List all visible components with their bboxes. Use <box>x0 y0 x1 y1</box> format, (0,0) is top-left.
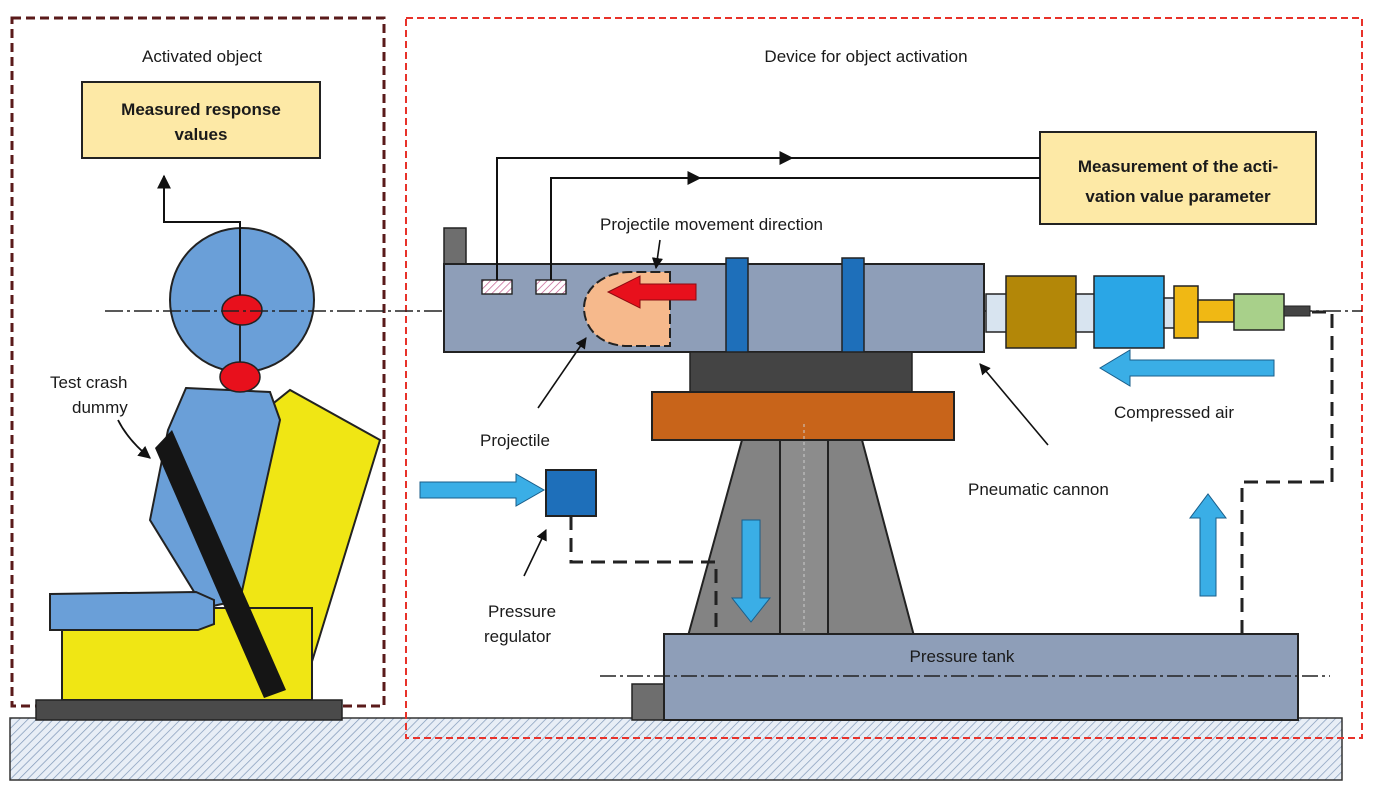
measured-response-box <box>81 81 321 159</box>
pressure-tank-footplate <box>631 683 669 721</box>
seat-base <box>35 699 343 721</box>
air-input-arrow <box>419 473 546 507</box>
pressure-tank-label: Pressure tank <box>910 647 1015 666</box>
sensor-signal-line-1 <box>496 157 1040 280</box>
test-dummy-label-line1: Test crash <box>50 373 127 392</box>
region-title-activated-object: Activated object <box>142 47 262 66</box>
measurement-activation-line2: vation value parameter <box>1085 187 1271 206</box>
response-signal-line <box>157 174 241 295</box>
compressed-air-arrow <box>1099 349 1275 387</box>
pressure-regulator-label-line2: regulator <box>484 627 551 646</box>
pneumatic-cannon-pointer <box>979 363 1049 446</box>
measured-response-line2: values <box>175 125 228 144</box>
pressure-regulator-label-line1: Pressure <box>488 602 556 621</box>
head-sensor <box>221 294 263 326</box>
breech-connector-2 <box>1075 293 1097 333</box>
projectile-pointer <box>537 337 587 409</box>
pressure-tank <box>663 633 1299 721</box>
air-supply-dashed-line <box>1240 310 1334 634</box>
barrel-sensor-1 <box>481 279 513 295</box>
measured-response-line1: Measured response <box>121 100 281 119</box>
test-dummy-pointer <box>117 419 151 459</box>
pressure-regulator <box>545 469 597 517</box>
region-title-device-activation: Device for object activation <box>764 47 967 66</box>
compressed-air-label: Compressed air <box>1114 403 1234 422</box>
projectile-label: Projectile <box>480 431 550 450</box>
pressure-regulator-pointer <box>523 528 547 577</box>
ground-floor <box>9 717 1343 781</box>
barrel-clamp-1 <box>725 257 749 355</box>
barrel-sensor-2 <box>535 279 567 295</box>
projectile-direction-arrow <box>606 275 697 309</box>
regulator-dashed-line <box>569 516 718 634</box>
test-dummy-label-line2: dummy <box>72 398 128 417</box>
breech-valve-blue <box>1093 275 1165 349</box>
turntable <box>651 391 955 441</box>
measurement-activation-box <box>1039 131 1317 225</box>
breech-valve-yellow <box>1173 285 1199 339</box>
cannon-mount-block <box>689 351 913 395</box>
breech-end-pipe <box>1283 305 1311 317</box>
breech-valve-green <box>1233 293 1285 331</box>
region-device-activation <box>405 17 1363 739</box>
breech-valve-olive <box>1005 275 1077 349</box>
sensor-signal-line-2 <box>550 177 1040 280</box>
air-down-arrow <box>730 519 772 623</box>
barrel-clamp-2 <box>841 257 865 355</box>
air-up-arrow <box>1189 493 1227 597</box>
measurement-activation-line1: Measurement of the acti- <box>1078 157 1278 176</box>
pneumatic-cannon-label: Pneumatic cannon <box>968 480 1109 499</box>
test-crash-dummy <box>49 227 315 698</box>
neck-sensor <box>219 361 261 393</box>
pneumatic-cannon-barrel <box>443 263 985 353</box>
breech-connector-4 <box>1197 299 1235 323</box>
projectile-direction-pointer <box>651 239 663 270</box>
projectile-direction-label: Projectile movement direction <box>600 215 823 234</box>
breech-connector-1 <box>985 293 1009 333</box>
